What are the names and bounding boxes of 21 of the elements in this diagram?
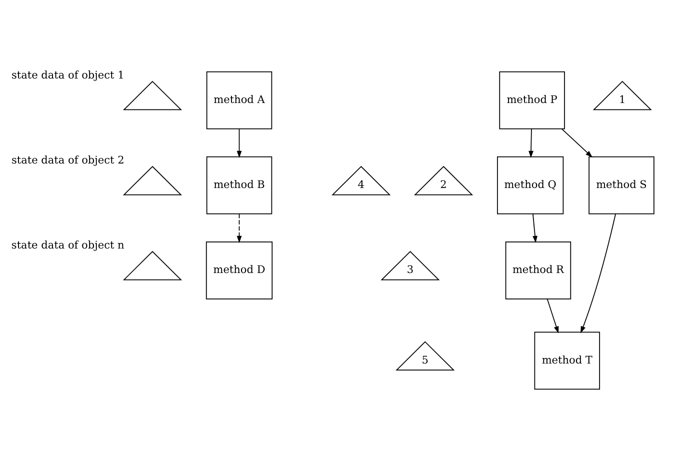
arrow [546,298,559,334]
node-box: method D [206,241,273,300]
node-box: method A [206,71,272,130]
node-box: method B [206,156,272,214]
arrow [532,214,538,243]
node-label: state data of object n [11,240,124,252]
node-triangle [122,80,182,110]
node-box: method Q [497,156,564,214]
node-triangle [122,166,182,196]
arrow [236,128,242,158]
node-box: method P [499,71,565,130]
node-box: method T [534,332,600,390]
arrow [580,213,616,334]
arrow [561,128,593,158]
node-box: method S [588,156,654,214]
node-triangle [122,250,182,280]
node-label: state data of object 1 [11,69,124,82]
arrow [236,214,242,243]
arrow [528,128,534,158]
node-label: state data of object 2 [11,154,124,167]
node-box: method R [505,241,572,300]
